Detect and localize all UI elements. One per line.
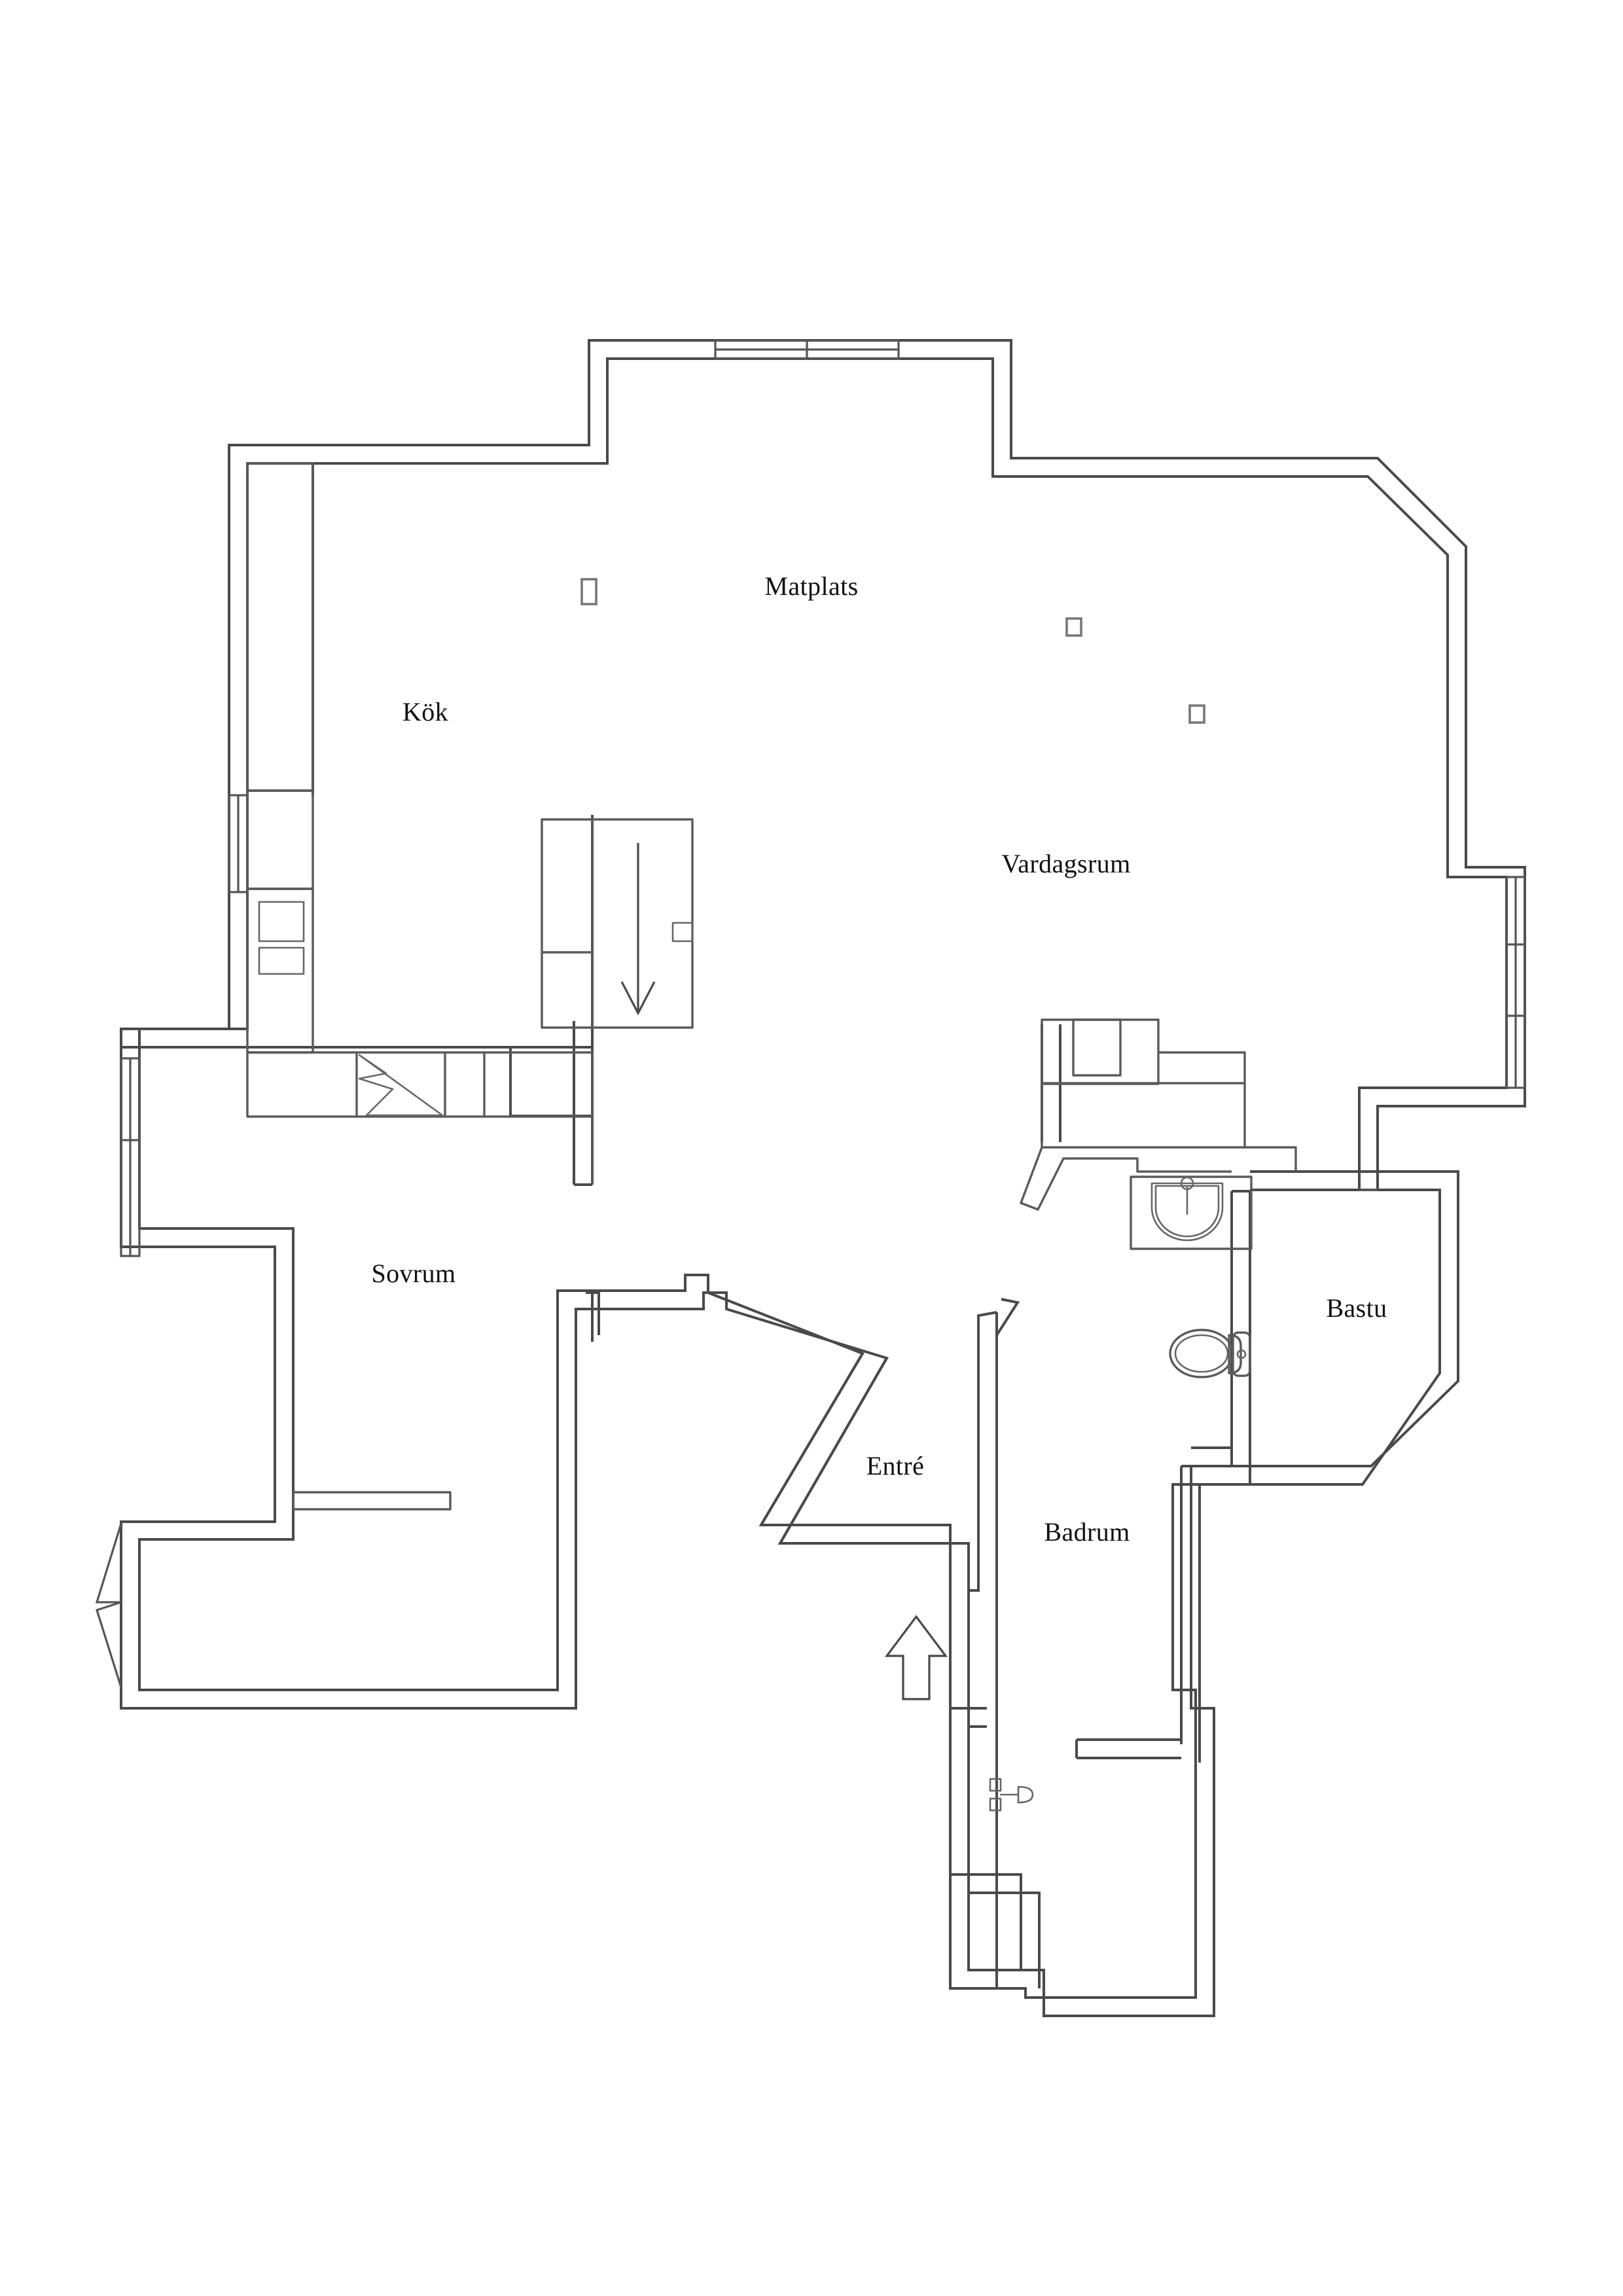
interior-partitions xyxy=(121,463,1379,1990)
room-labels: Matplats Kök Vardagsrum Sovrum Entré Bas… xyxy=(371,571,1387,1547)
room-label-sovrum: Sovrum xyxy=(371,1259,455,1288)
room-label-bastu: Bastu xyxy=(1326,1293,1387,1323)
staircase-block xyxy=(541,818,694,1029)
misc-fittings xyxy=(292,1116,1378,1511)
kitchen-cabinetry xyxy=(246,462,594,1118)
column-2 xyxy=(1065,617,1082,637)
room-label-vardagsrum: Vardagsrum xyxy=(1001,849,1130,878)
room-label-badrum: Badrum xyxy=(1044,1517,1130,1547)
column-1 xyxy=(580,578,597,605)
exterior-wall-inner xyxy=(138,357,1508,1999)
french-door-bedroom xyxy=(95,1523,122,1688)
window-right-wall xyxy=(1505,876,1526,1089)
toilet xyxy=(1169,1329,1251,1378)
room-label-matplats: Matplats xyxy=(764,571,858,601)
room-label-entre: Entré xyxy=(866,1451,925,1480)
exterior-wall-outer xyxy=(120,339,1526,2017)
entry-direction-arrow-up xyxy=(884,1615,948,1700)
window-kitchen-wall xyxy=(228,794,249,893)
wardrobe-block xyxy=(1020,1018,1297,1211)
room-label-kok: Kök xyxy=(402,697,448,726)
structural-columns xyxy=(580,578,1205,724)
window-top-wall xyxy=(714,339,900,360)
bathroom-sink xyxy=(1130,1175,1253,1250)
shower-mixer-tap xyxy=(989,1778,1034,1812)
window-bedroom-wall xyxy=(120,1057,141,1257)
column-3 xyxy=(1188,704,1205,724)
stair-direction-arrow-down xyxy=(620,843,656,1016)
